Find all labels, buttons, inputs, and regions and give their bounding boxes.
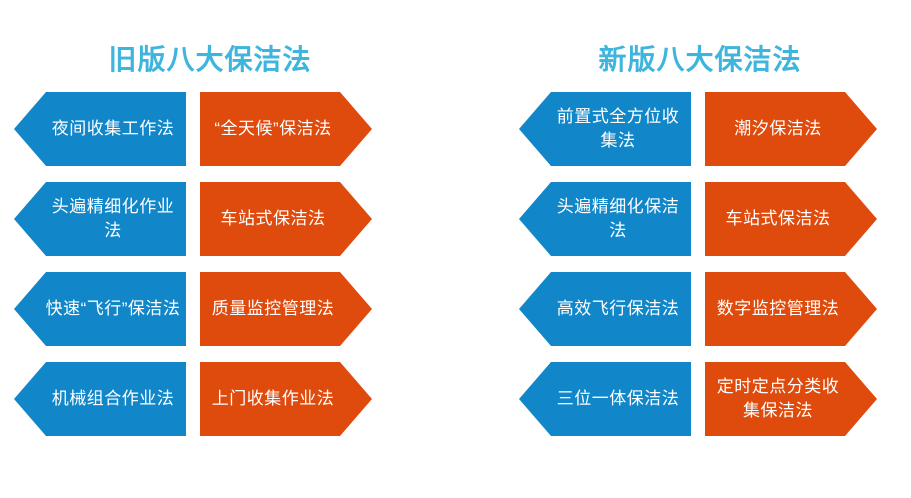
chevron-label: 三位一体保洁法 — [556, 389, 680, 408]
chevron-blue-new-3[interactable]: 高效飞行保洁法 — [519, 272, 691, 346]
chevron-orange-new-2[interactable]: 车站式保洁法 — [705, 182, 877, 256]
chevron-label: 头遍精细化作业法 — [51, 197, 175, 240]
chevron-blue-new-1[interactable]: 前置式全方位收集法 — [519, 92, 691, 166]
chevron-label: 车站式保洁法 — [220, 209, 326, 228]
chevron-label: 快速“飞行”保洁法 — [45, 299, 181, 318]
chevron-orange-new-1[interactable]: 潮汐保洁法 — [705, 92, 877, 166]
chevron-label: 定时定点分类收集保洁法 — [716, 377, 840, 420]
chevron-orange-old-2[interactable]: 车站式保洁法 — [200, 182, 372, 256]
chevron-label: 车站式保洁法 — [725, 209, 831, 228]
chevron-orange-new-4[interactable]: 定时定点分类收集保洁法 — [705, 362, 877, 436]
chevron-blue-new-2[interactable]: 头遍精细化保洁法 — [519, 182, 691, 256]
chevron-label: 潮汐保洁法 — [734, 119, 822, 138]
chevron-label: 头遍精细化保洁法 — [556, 197, 680, 240]
chevron-label: 夜间收集工作法 — [51, 119, 175, 138]
chevron-label: 前置式全方位收集法 — [556, 107, 680, 150]
chevron-blue-old-3[interactable]: 快速“飞行”保洁法 — [14, 272, 186, 346]
chevron-orange-old-1[interactable]: “全天候”保洁法 — [200, 92, 372, 166]
chevron-blue-old-1[interactable]: 夜间收集工作法 — [14, 92, 186, 166]
column-title-old-version: 旧版八大保洁法 — [108, 44, 312, 75]
chevron-orange-old-4[interactable]: 上门收集作业法 — [200, 362, 372, 436]
chevron-blue-old-4[interactable]: 机械组合作业法 — [14, 362, 186, 436]
chevron-label: 机械组合作业法 — [51, 389, 175, 408]
chevron-label: “全天候”保洁法 — [214, 119, 332, 138]
chevron-blue-new-4[interactable]: 三位一体保洁法 — [519, 362, 691, 436]
chevron-orange-old-3[interactable]: 质量监控管理法 — [200, 272, 372, 346]
chevron-label: 质量监控管理法 — [211, 299, 335, 318]
chevron-label: 数字监控管理法 — [716, 299, 840, 318]
chevron-label: 高效飞行保洁法 — [556, 299, 680, 318]
chevron-blue-old-2[interactable]: 头遍精细化作业法 — [14, 182, 186, 256]
chevron-label: 上门收集作业法 — [211, 389, 335, 408]
chevron-orange-new-3[interactable]: 数字监控管理法 — [705, 272, 877, 346]
column-title-new-version: 新版八大保洁法 — [598, 44, 802, 75]
